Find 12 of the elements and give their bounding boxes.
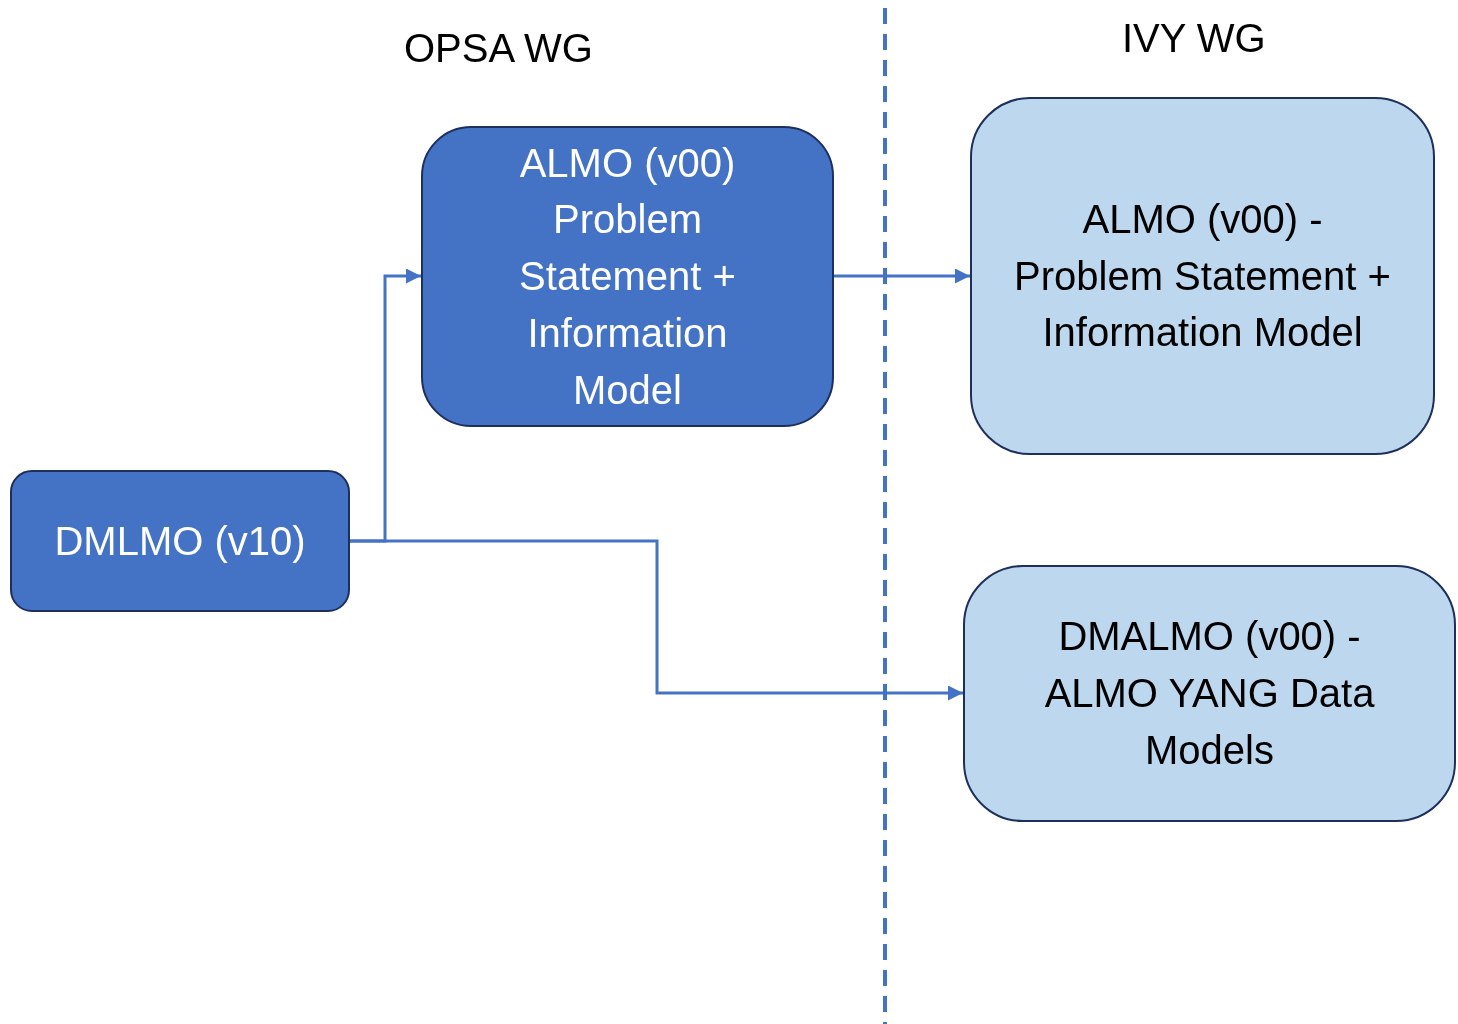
arrow: [834, 268, 970, 284]
process-box: [970, 97, 1435, 455]
box-label: ALMO (v00) Problem Statement + Information Model: [518, 139, 737, 414]
process-box: [10, 470, 350, 612]
process-box: [963, 565, 1456, 822]
group-heading: IVY WG: [1122, 16, 1266, 61]
box-label: DMALMO (v00) - ALMO YANG Data Models: [1043, 613, 1376, 774]
arrow: [350, 539, 963, 701]
process-box: [421, 126, 834, 427]
box-label: DMLMO (v10): [54, 517, 306, 565]
box-label: ALMO (v00) - Problem Statement + Information Model: [1013, 195, 1392, 357]
group-heading: OPSA WG: [404, 26, 593, 71]
